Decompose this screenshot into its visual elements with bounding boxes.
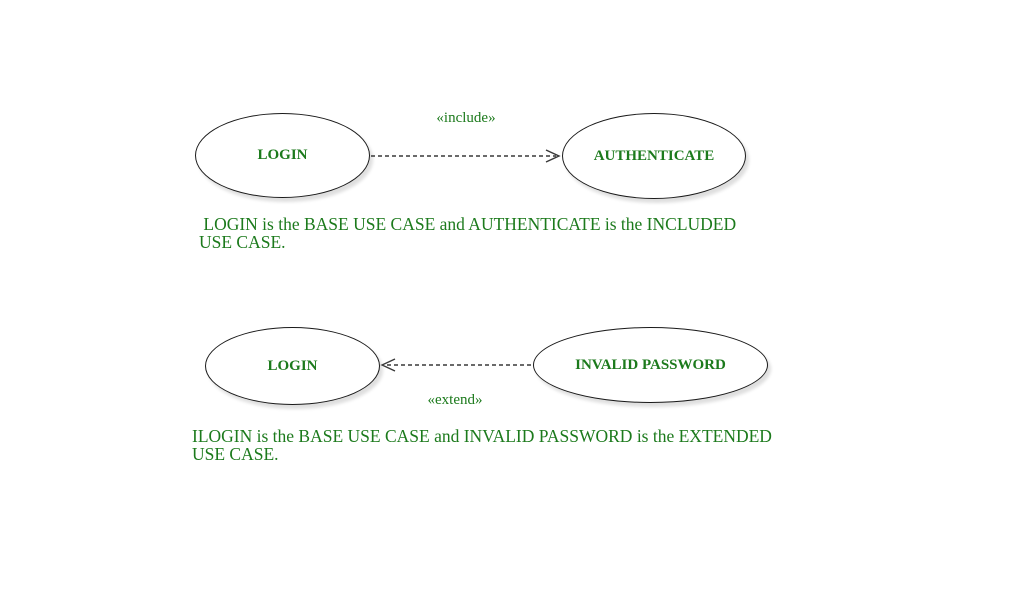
usecase-ellipse-login: LOGIN xyxy=(205,327,380,405)
usecase-ellipse-invalid-password: INVALID PASSWORD xyxy=(533,327,768,403)
extend-stereotype-label: «extend» xyxy=(427,392,483,408)
usecase-ellipse-authenticate: AUTHENTICATE xyxy=(562,113,746,199)
usecase-label-authenticate: AUTHENTICATE xyxy=(593,147,715,164)
caption-line: ILOGIN is the BASE USE CASE and INVALID … xyxy=(192,426,772,446)
include-caption: LOGIN is the BASE USE CASE and AUTHENTIC… xyxy=(199,215,736,251)
caption-line: USE CASE. xyxy=(192,444,279,464)
extend-caption: ILOGIN is the BASE USE CASE and INVALID … xyxy=(192,427,772,463)
include-dashed-arrow xyxy=(371,149,561,163)
usecase-label-login: LOGIN xyxy=(267,357,318,374)
usecase-ellipse-login: LOGIN xyxy=(195,113,370,198)
include-stereotype-label: «include» xyxy=(436,110,496,126)
usecase-label-login: LOGIN xyxy=(257,147,308,163)
caption-line: LOGIN is the BASE USE CASE and AUTHENTIC… xyxy=(199,214,737,234)
caption-line: USE CASE. xyxy=(199,232,286,252)
open-arrowhead-left-icon xyxy=(380,358,396,372)
usecase-label-invalid-password: INVALID PASSWORD xyxy=(575,356,726,373)
open-arrowhead-right-icon xyxy=(545,149,561,163)
extend-dashed-arrow xyxy=(380,358,531,372)
